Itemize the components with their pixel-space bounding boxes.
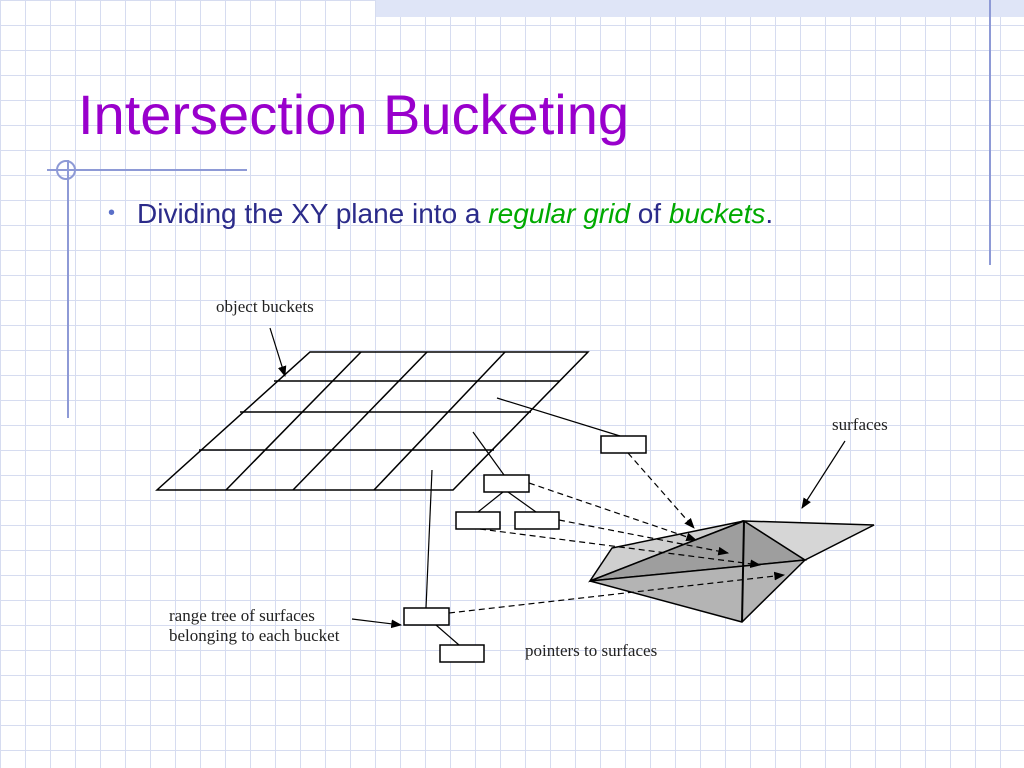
pointer-arrow [558,519,730,556]
bullet-text-middle: of [629,198,669,229]
bullet-icon: • [108,202,116,224]
tree-node-box [600,435,647,454]
label-pointers: pointers to surfaces [525,641,658,660]
bullet-term-buckets: buckets [668,198,766,229]
surface-facet [589,559,808,623]
label-object-buckets: object buckets [216,297,314,316]
bucket-to-node-line [425,469,433,609]
bucket-grid-col-line [373,351,506,491]
pointer-arrow [448,571,786,614]
bucket-to-node-line [472,431,505,476]
bullet-text-prefix: Dividing the XY plane into a [137,198,489,229]
bullet-text-suffix: . [765,198,774,229]
solid-connectors [425,397,621,646]
guide-line-right [989,0,991,265]
pointer-arrows [448,452,786,614]
pointer-arrow [627,452,695,529]
tree-node-box [514,511,560,530]
tree-node-box [439,644,485,663]
label-range-tree-line2: belonging to each bucket [169,626,340,645]
tree-node-box [455,511,501,530]
range-tree-arrow [351,618,403,629]
bucket-to-node-line [496,397,621,437]
guide-line-horizontal [47,169,247,171]
guide-line-left [67,160,69,418]
tree-node-box [483,474,530,493]
bullet-item: • Dividing the XY plane into a regular gr… [108,198,773,230]
tree-edge-line [477,491,504,513]
tree-node-box [403,607,450,626]
tree-edge-line [435,624,460,646]
surfaces-shape [588,520,875,623]
object-buckets-arrow [269,327,287,378]
tree-edge-line [507,491,537,513]
label-range-tree-line1: range tree of surfaces [169,606,315,625]
slide-title: Intersection Bucketing [78,83,629,146]
surfaces-arrow [801,440,846,509]
crosshair-ornament-icon [56,160,76,180]
header-band [376,0,1024,17]
bucket-grid-outline [155,351,590,491]
bucket-grid-col-line [292,351,428,491]
surface-ridge [741,520,745,623]
bucket-grid-col-line [225,351,362,491]
surface-facet [741,520,875,561]
bucket-grid [155,351,590,491]
label-arrows [269,327,846,629]
bullet-term-regular-grid: regular grid [488,198,630,229]
pointer-arrow [479,528,762,569]
label-surfaces: surfaces [832,415,888,434]
